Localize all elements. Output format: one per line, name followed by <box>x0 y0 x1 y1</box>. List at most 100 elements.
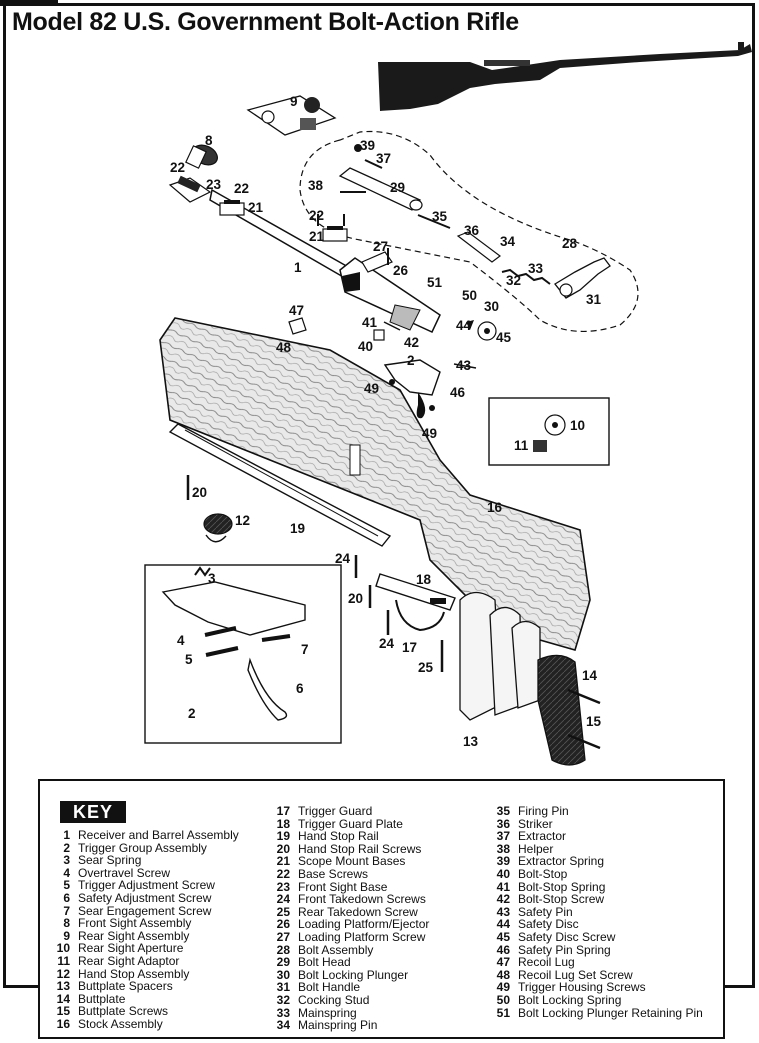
mainspring <box>501 268 551 285</box>
rear-sight-aperture-inset <box>488 397 610 466</box>
key-item-name: Sear Spring <box>78 853 142 868</box>
key-item-number: 49 <box>496 980 510 995</box>
key-item-name: Hand Stop Rail Screws <box>298 841 422 856</box>
trigger-group-assembly <box>383 359 441 419</box>
key-item-name: Sear Engagement Screw <box>78 903 212 918</box>
key-item-number: 8 <box>63 916 70 931</box>
key-item-number: 33 <box>276 1005 290 1020</box>
callout-18: 18 <box>416 572 432 587</box>
key-item-number: 25 <box>276 904 290 919</box>
callout-21b: 21 <box>309 229 325 244</box>
callout-5: 5 <box>185 652 193 667</box>
key-item-number: 22 <box>276 866 290 881</box>
callout-49b: 49 <box>422 426 437 441</box>
key-item-name: Receiver and Barrel Assembly <box>78 828 239 842</box>
key-item-number: 44 <box>496 917 510 932</box>
buttplate-screw-1 <box>567 688 601 705</box>
callout-27: 27 <box>373 239 388 254</box>
key-item-name: Recoil Lug Set Screw <box>518 967 633 982</box>
callout-24a: 24 <box>335 551 351 566</box>
loading-platform-ejector <box>361 248 393 273</box>
key-item-name: Stock Assembly <box>78 1016 163 1031</box>
key-item-name: Recoil Lug <box>518 955 575 970</box>
key-item-name: Bolt Assembly <box>298 942 374 957</box>
callout-21a: 21 <box>248 200 264 215</box>
callout-labels: 1 2 2 3 4 5 6 7 8 9 10 11 12 13 14 15 16… <box>170 94 602 749</box>
stock-assembly <box>159 317 591 651</box>
key-item-number: 27 <box>276 929 290 944</box>
key-item-name: Rear Sight Aperture <box>78 941 184 956</box>
key-item-name: Trigger Housing Screws <box>518 980 646 995</box>
key-item: 28 Bolt Assembly <box>268 942 429 957</box>
key-item-name: Extractor Spring <box>518 854 605 869</box>
key-item-number: 42 <box>496 892 510 907</box>
corner-tab <box>0 0 58 6</box>
key-item-number: 6 <box>63 890 70 905</box>
key-item-name: Trigger Guard Plate <box>298 816 403 831</box>
callout-20a: 20 <box>192 485 207 500</box>
callout-48: 48 <box>276 340 292 355</box>
bolt-head-and-body <box>338 144 423 211</box>
key-item-number: 32 <box>276 992 290 1007</box>
key-item-number: 51 <box>496 1005 510 1020</box>
key-item-name: Bolt Head <box>298 955 351 970</box>
callout-34: 34 <box>500 234 516 249</box>
buttplate-screw-2 <box>567 733 601 750</box>
callout-11: 11 <box>514 438 529 453</box>
key-item-name: Buttplate Spacers <box>78 979 173 994</box>
key-item: 32 Cocking Stud <box>268 994 429 1007</box>
callout-50: 50 <box>462 288 477 303</box>
callout-4: 4 <box>177 633 185 648</box>
key-item-name: Base Screws <box>298 866 369 881</box>
key-item-name: Front Takedown Screws <box>298 892 426 907</box>
trigger-guard <box>375 573 456 632</box>
key-item-name: Bolt-Stop <box>518 866 568 881</box>
callout-37: 37 <box>376 151 391 166</box>
callout-35: 35 <box>432 209 448 224</box>
key-item-name: Bolt Handle <box>298 980 361 995</box>
key-item-number: 2 <box>63 840 70 855</box>
callout-28: 28 <box>562 236 578 251</box>
key-item-name: Safety Pin Spring <box>518 942 611 957</box>
key-item-number: 34 <box>276 1018 290 1033</box>
buttplate <box>537 654 586 766</box>
key-item-number: 14 <box>56 991 70 1006</box>
key-item-number: 35 <box>496 804 510 818</box>
key-item-number: 3 <box>63 853 70 868</box>
key-item-name: Loading Platform Screw <box>298 929 426 944</box>
callout-45: 45 <box>496 330 512 345</box>
key-item-name: Buttplate Screws <box>78 1004 169 1019</box>
key-item-name: Bolt Locking Spring <box>518 992 622 1007</box>
key-item-name: Mainspring <box>298 1005 357 1020</box>
key-item: 3 Sear Spring <box>48 854 239 867</box>
key-item-number: 9 <box>63 928 70 943</box>
key-item: 49 Trigger Housing Screws <box>488 981 703 994</box>
key-item-number: 28 <box>276 942 290 957</box>
callout-22b: 22 <box>234 181 249 196</box>
key-item-number: 48 <box>496 967 510 982</box>
bolt-group-outline <box>299 130 639 332</box>
bolt-handle <box>554 257 611 299</box>
key-item-name: Rear Sight Adaptor <box>78 953 180 968</box>
key-item-name: Cocking Stud <box>298 992 370 1007</box>
callout-19: 19 <box>290 521 305 536</box>
rear-sight-assembly <box>246 95 337 136</box>
callout-29: 29 <box>390 180 405 195</box>
